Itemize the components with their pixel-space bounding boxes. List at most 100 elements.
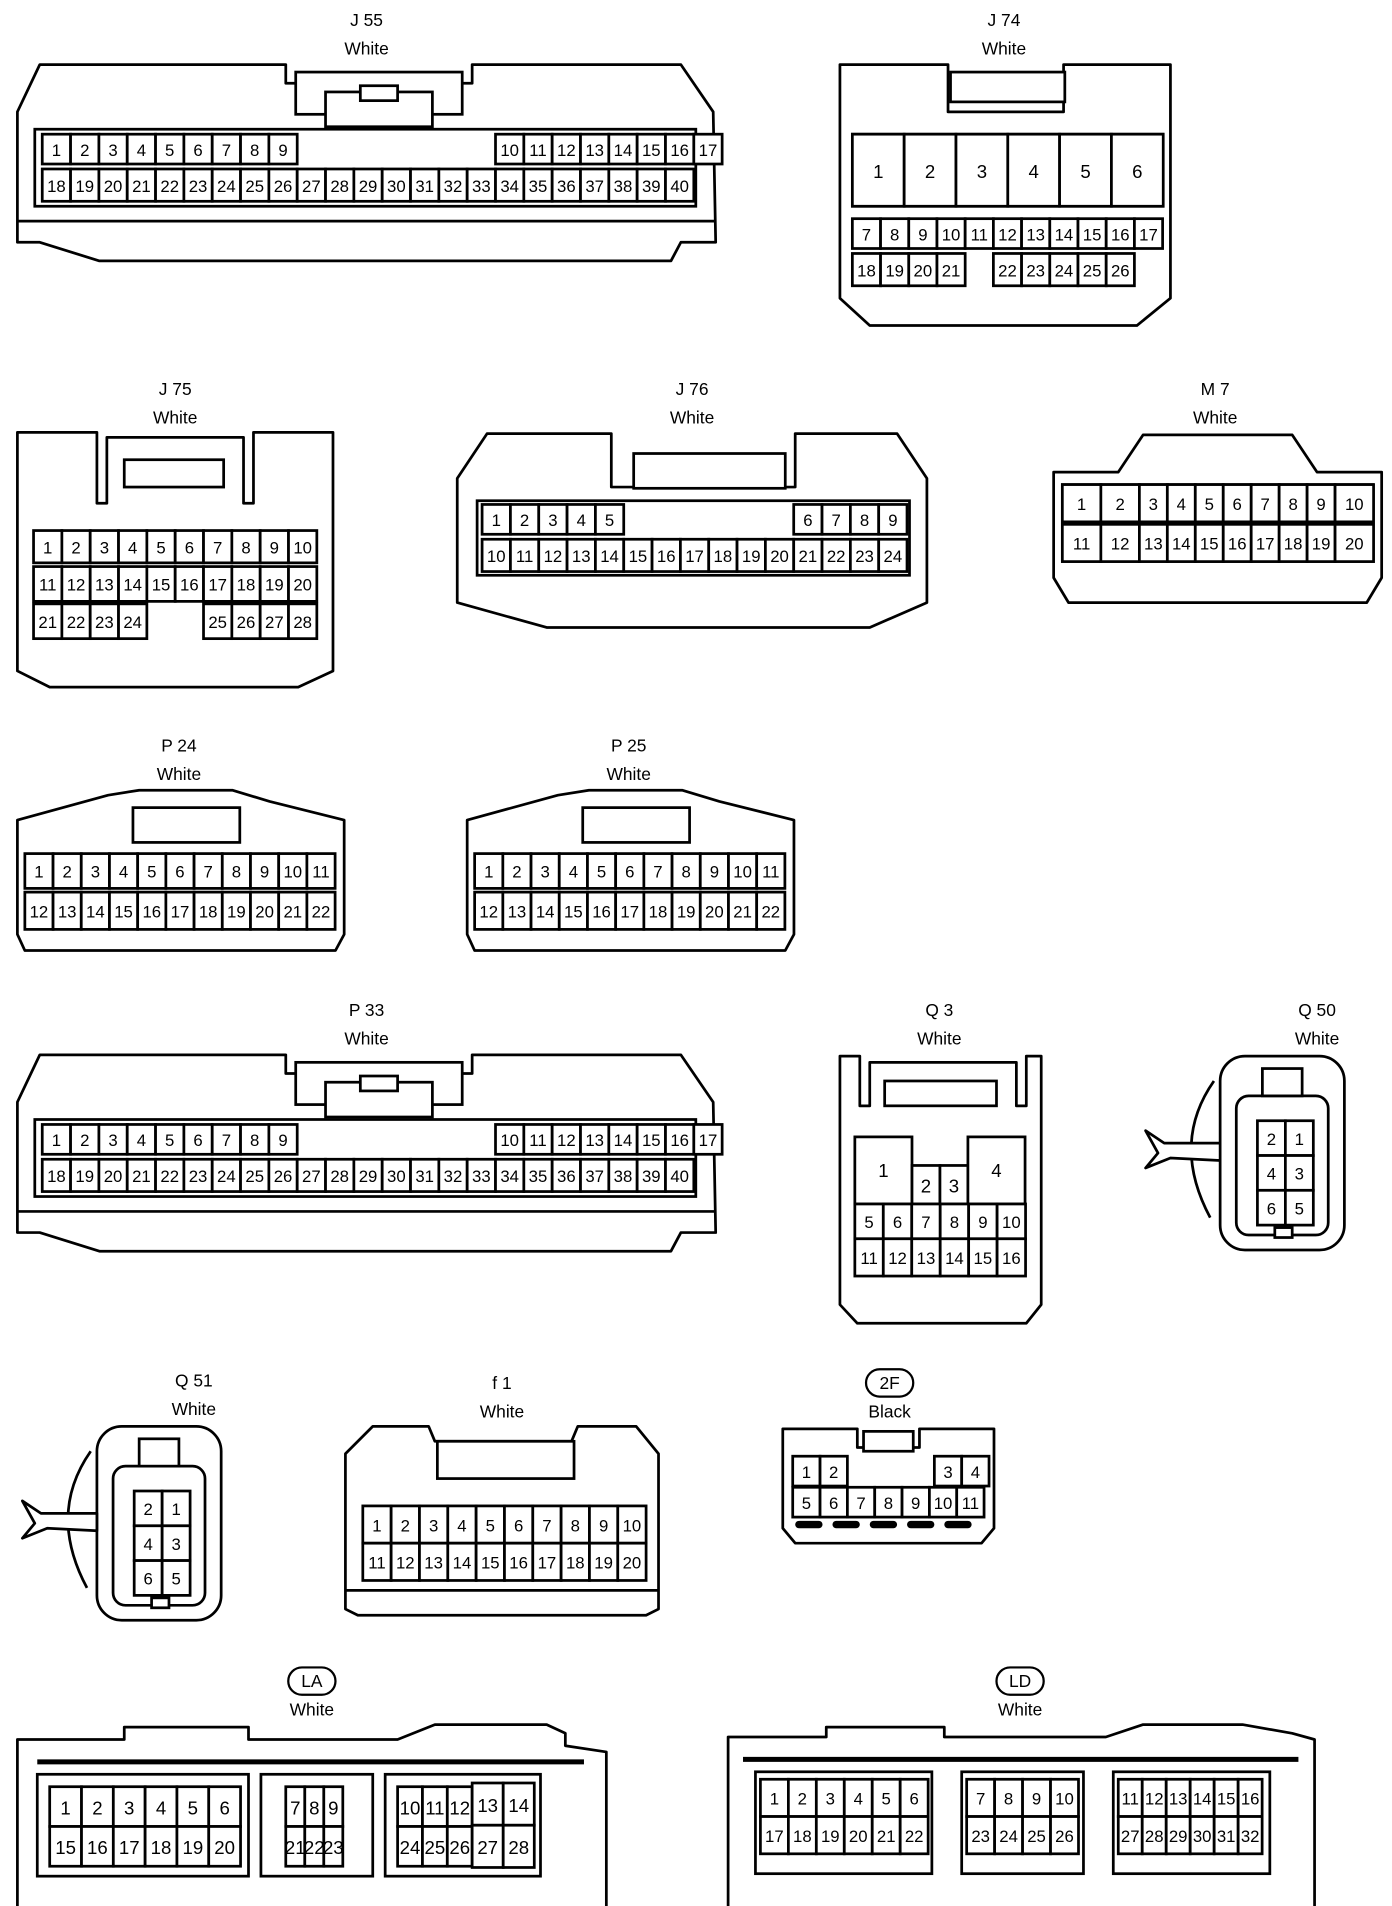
pin-number: 5 bbox=[156, 538, 165, 557]
pin-number: 21 bbox=[799, 547, 818, 566]
pin-number: 15 bbox=[1200, 535, 1219, 554]
pin-cell bbox=[182, 132, 214, 166]
pin-cell bbox=[88, 602, 120, 641]
pin-number: 11 bbox=[312, 863, 329, 882]
pin-cell bbox=[522, 1123, 554, 1156]
pin-number: 20 bbox=[255, 902, 274, 921]
pin-cell-large bbox=[966, 1135, 1027, 1206]
pin-number: 4 bbox=[577, 511, 586, 530]
pin-number: 8 bbox=[884, 1494, 893, 1513]
pin-number: 12 bbox=[30, 902, 49, 921]
pin-cell bbox=[503, 1541, 535, 1582]
pin-cell bbox=[210, 1123, 242, 1156]
pin-number: 18 bbox=[47, 177, 66, 196]
pin-number: 5 bbox=[486, 1516, 495, 1535]
pin-cell bbox=[1305, 483, 1337, 524]
pin-number: 21 bbox=[733, 902, 752, 921]
pin-cell bbox=[60, 529, 92, 565]
pin-cell bbox=[842, 1815, 874, 1856]
pin-cell bbox=[267, 1157, 299, 1193]
pin-cell bbox=[698, 852, 730, 890]
pin-number: 11 bbox=[368, 1554, 385, 1573]
pin-number: 26 bbox=[237, 613, 256, 632]
pin-cell bbox=[473, 852, 505, 890]
pin-number: 11 bbox=[1073, 535, 1090, 554]
pin-number: 17 bbox=[620, 902, 639, 921]
pin-number: 1 bbox=[60, 1797, 70, 1818]
pin-cell bbox=[846, 1485, 877, 1519]
latch bbox=[883, 1079, 998, 1108]
connector-LD: LDWhite117218319420521622723824925102611… bbox=[726, 1666, 1316, 1906]
pin-number: 4 bbox=[1029, 161, 1039, 182]
pin-cell bbox=[305, 890, 337, 931]
pin-number: 10 bbox=[733, 863, 752, 882]
pin-number: 12 bbox=[1111, 535, 1130, 554]
pin-cell bbox=[437, 1157, 469, 1193]
pin-cell bbox=[192, 890, 224, 931]
connector-color: White bbox=[1193, 407, 1237, 427]
pin-number: 19 bbox=[75, 1167, 94, 1186]
pin-number: 19 bbox=[1312, 535, 1331, 554]
pin-number: 1 bbox=[171, 1500, 180, 1519]
pin-number: 5 bbox=[864, 1213, 873, 1232]
pin-number: 3 bbox=[108, 1131, 117, 1150]
pin-number: 30 bbox=[387, 177, 406, 196]
pin-number: 29 bbox=[1169, 1827, 1188, 1846]
connector-color: White bbox=[606, 764, 650, 784]
pin-number: 17 bbox=[1139, 225, 1158, 244]
pin-cell bbox=[501, 1823, 536, 1869]
pin-number: 25 bbox=[1083, 261, 1102, 280]
pin-number: 26 bbox=[274, 1167, 293, 1186]
pin-number: 6 bbox=[193, 1131, 202, 1150]
pin-cell bbox=[108, 890, 140, 931]
pin-cell bbox=[928, 1485, 959, 1519]
pin-number: 14 bbox=[508, 1795, 529, 1816]
pin-cell bbox=[230, 529, 262, 565]
pin-cell bbox=[409, 167, 441, 203]
pin-number: 12 bbox=[888, 1249, 907, 1268]
connector-color: White bbox=[982, 38, 1026, 58]
pin-number: 27 bbox=[265, 613, 284, 632]
pin-cell bbox=[932, 1454, 964, 1488]
pin-cell bbox=[173, 565, 205, 603]
pin-number: 37 bbox=[585, 1167, 604, 1186]
pin-number: 15 bbox=[114, 902, 133, 921]
pin-number: 21 bbox=[38, 613, 57, 632]
pin-number: 23 bbox=[971, 1827, 990, 1846]
pin-number: 15 bbox=[55, 1837, 76, 1858]
pin-cell bbox=[474, 1541, 506, 1582]
pin-number: 3 bbox=[429, 1516, 438, 1535]
connector-color: White bbox=[344, 38, 388, 58]
pin-number: 5 bbox=[802, 1494, 811, 1513]
pin-number: 13 bbox=[508, 902, 527, 921]
pin-number: 17 bbox=[538, 1554, 557, 1573]
pin-number: 33 bbox=[472, 1167, 491, 1186]
pin-number: 15 bbox=[642, 141, 661, 160]
pin-number: 8 bbox=[571, 1516, 580, 1535]
pin-number: 2 bbox=[798, 1790, 807, 1809]
pin-number: 31 bbox=[1217, 1827, 1236, 1846]
pin-number: 1 bbox=[52, 141, 61, 160]
pin-number: 2 bbox=[62, 863, 71, 882]
pin-cell bbox=[992, 252, 1023, 288]
pin-number: 24 bbox=[884, 547, 903, 566]
pin-cell bbox=[1138, 483, 1169, 524]
pin-cell bbox=[642, 890, 674, 931]
connector-id: J 76 bbox=[676, 379, 709, 399]
pin-cell bbox=[287, 602, 319, 641]
pin-cell bbox=[849, 537, 881, 573]
pin-cell bbox=[480, 503, 512, 536]
pin-cell bbox=[40, 167, 72, 203]
pin-cell bbox=[287, 529, 319, 565]
pin-number: 35 bbox=[529, 1167, 548, 1186]
pin-number: 4 bbox=[144, 1535, 153, 1554]
pin-cell bbox=[60, 565, 92, 603]
pin-cell bbox=[1060, 522, 1103, 563]
pin-number: 39 bbox=[642, 1167, 661, 1186]
pin-cell bbox=[786, 1777, 818, 1818]
pin-cell bbox=[755, 890, 787, 931]
connector-color: White bbox=[480, 1401, 524, 1421]
pin-number: 5 bbox=[1080, 161, 1090, 182]
